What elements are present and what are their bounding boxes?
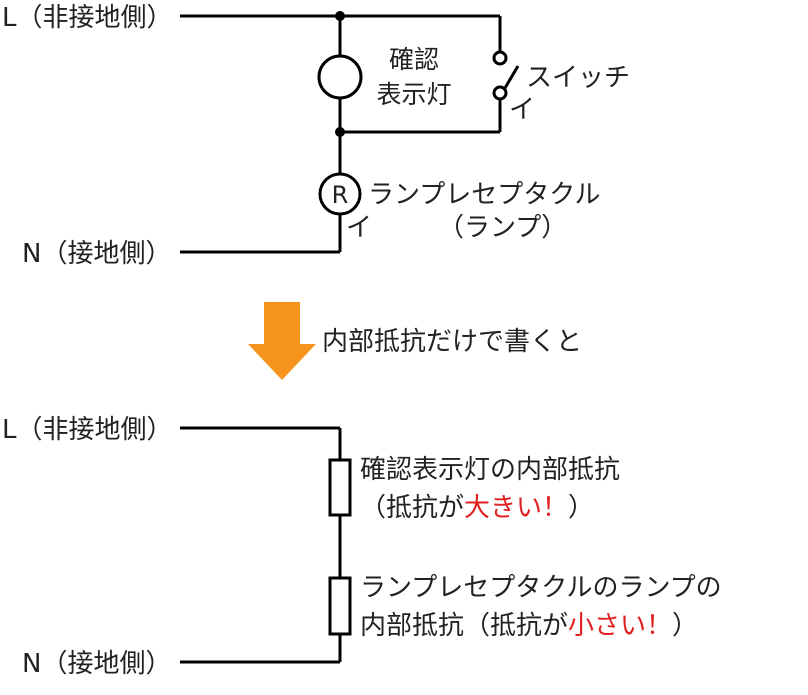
resistor1-prefix: （抵抗が: [360, 493, 464, 523]
resistor-indicator: [328, 458, 352, 517]
resistor-lamp: [328, 576, 352, 636]
switch-label-line2: イ: [509, 95, 535, 125]
junction-dot-top: [335, 11, 345, 21]
resistor2-label-line1: ランプレセプタクルのランプの: [360, 573, 722, 603]
switch-contact-bottom: [492, 85, 508, 101]
switch-symbol: [492, 50, 520, 101]
bottom-neutral-label: N（接地側）: [22, 649, 171, 679]
top-line-label: L（非接地側）: [2, 3, 173, 33]
resistor1-label-line1: 確認表示灯の内部抵抗: [360, 455, 620, 485]
resistor1-suffix: ）: [568, 493, 594, 523]
arrow-caption: 内部抵抗だけで書くと: [322, 327, 582, 357]
receptacle-symbol-letter: R: [332, 181, 349, 209]
resistor2-label-line2: 内部抵抗（抵抗が小さい！）: [360, 611, 698, 641]
receptacle-symbol: [318, 172, 362, 216]
receptacle-label-line2: イ: [346, 213, 372, 243]
resistor2-highlight: 小さい！: [568, 611, 672, 641]
resistor2-prefix: 内部抵抗（抵抗が: [360, 611, 568, 641]
switch-lever: [503, 65, 520, 89]
receptacle-label-line3: （ランプ）: [438, 213, 567, 243]
bottom-line-label: L（非接地側）: [2, 415, 173, 445]
switch-contact-top: [492, 50, 508, 66]
down-arrow-icon: [248, 302, 316, 380]
bottom-circuit: [180, 426, 342, 664]
resistor1-highlight: 大きい！: [464, 493, 568, 523]
indicator-lamp-symbol: [317, 54, 363, 100]
resistor1-label-line2: （抵抗が大きい！）: [360, 493, 594, 523]
switch-label-line1: スイッチ: [526, 63, 630, 93]
top-neutral-label: N（接地側）: [22, 239, 171, 269]
junction-dot-bottom: [335, 127, 345, 137]
indicator-label-line1: 確認: [389, 45, 439, 74]
indicator-label-line2: 表示灯: [376, 80, 451, 109]
resistor2-suffix: ）: [672, 611, 698, 641]
receptacle-label-line1: ランプレセプタクル: [368, 180, 600, 210]
